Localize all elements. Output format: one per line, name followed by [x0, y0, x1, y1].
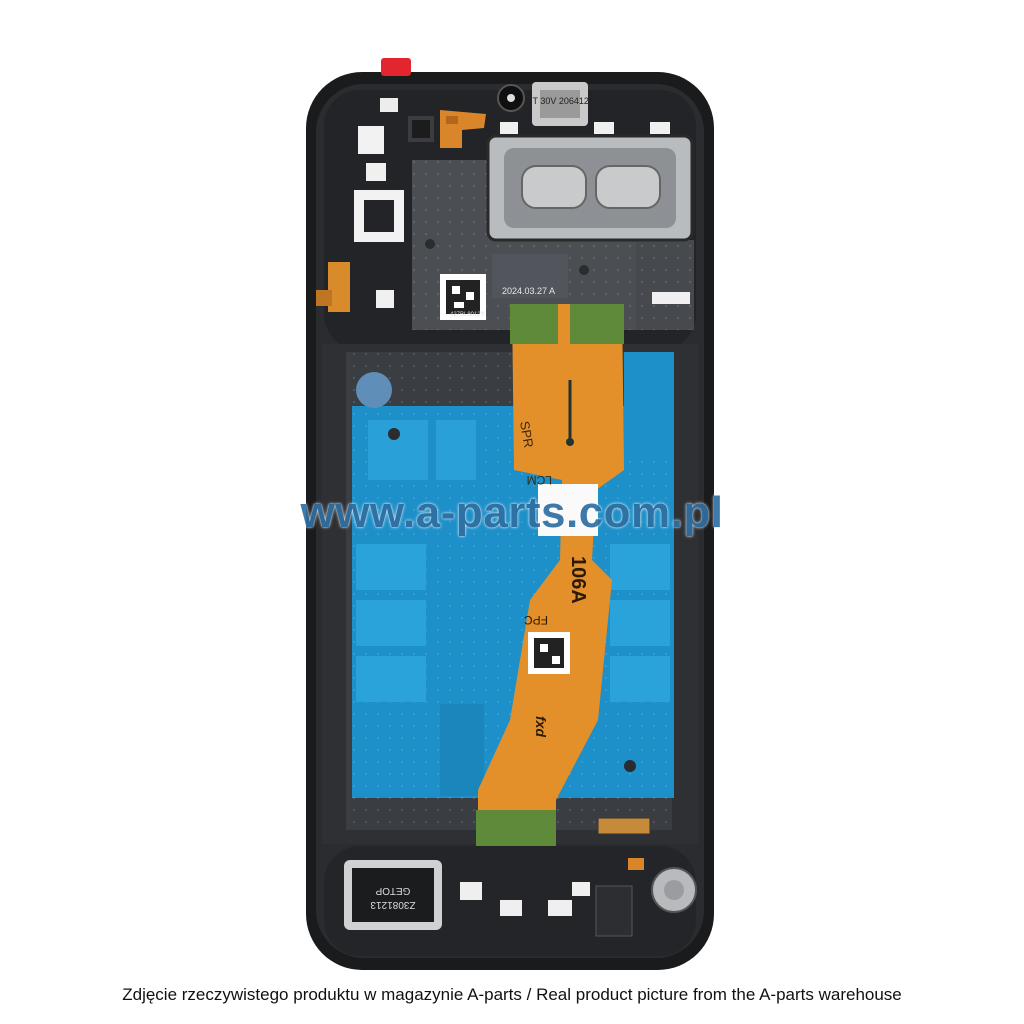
speaker-label-1: GETOP: [375, 885, 410, 896]
date-code-label: 2024.03.27 A: [502, 286, 555, 296]
spr-label: SPR: [517, 420, 536, 449]
camera-label: NT 30V 2064121: [526, 96, 594, 106]
photo-caption: Zdjęcie rzeczywistego produktu w magazyn…: [122, 985, 902, 1004]
flex-cable: [478, 304, 624, 850]
red-tab: [381, 58, 411, 76]
lcm-label: LCM: [527, 473, 552, 487]
fpc-label: FPC: [524, 613, 548, 627]
model-label: 106A: [567, 556, 589, 604]
fxd-label: fxd: [533, 716, 549, 737]
watermark: www.a-parts.com.pl: [300, 488, 724, 537]
qr-small-label: 427BL8012Y: [450, 312, 485, 318]
speaker-label-2: Z3081213: [370, 899, 415, 910]
